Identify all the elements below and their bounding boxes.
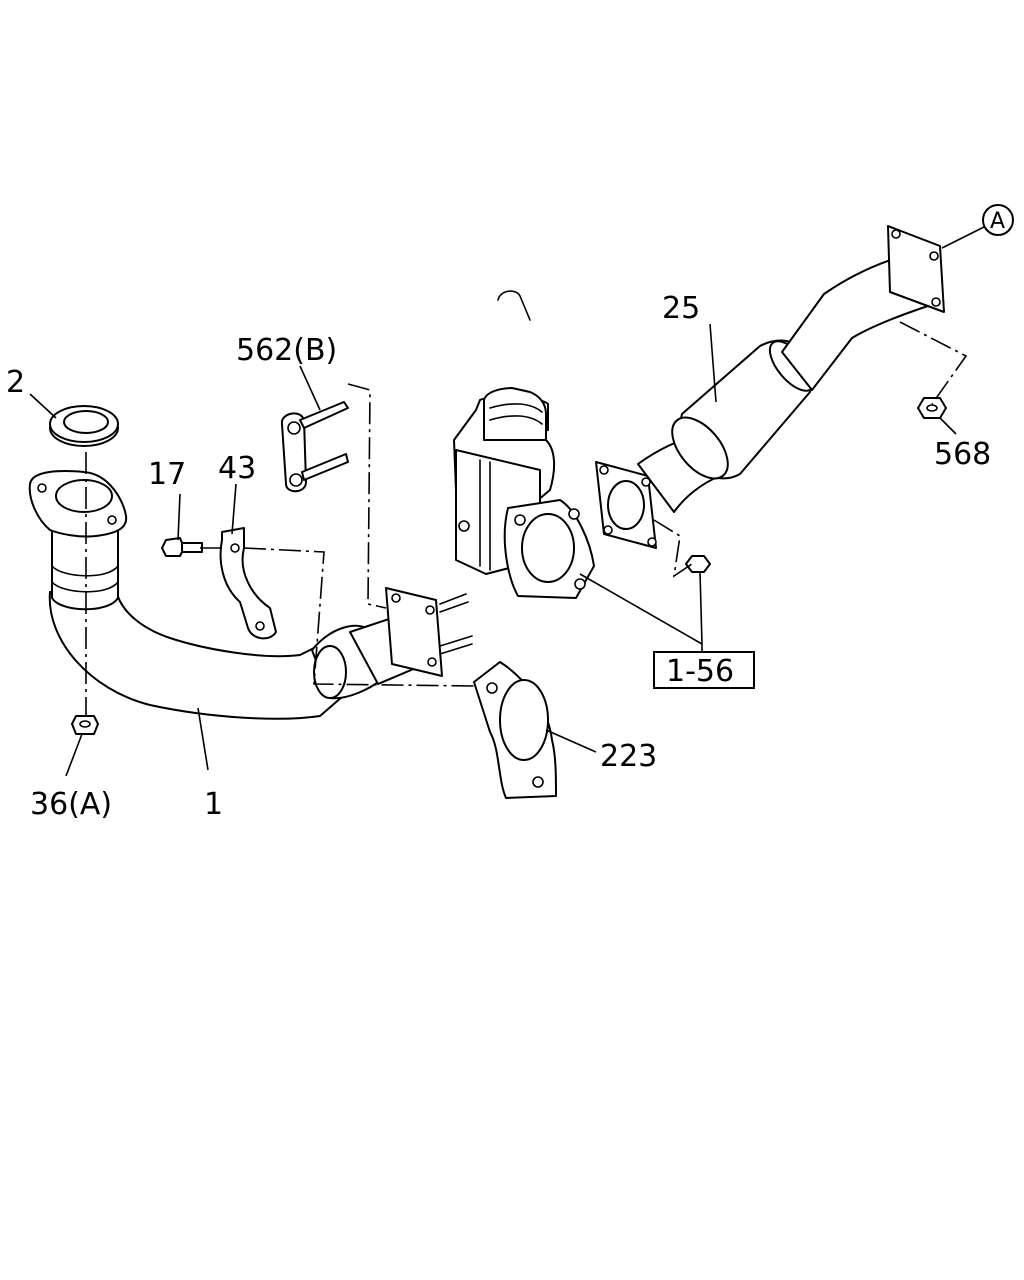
callout-ref-section: 1-56 — [666, 654, 734, 689]
callout-nut-568: 568 — [934, 437, 991, 472]
leader-lines — [29, 225, 987, 777]
bracket-223 — [473, 661, 557, 799]
callout-clamp: 43 — [218, 451, 256, 486]
turbo-housing — [453, 290, 595, 599]
gasket-ring — [49, 405, 119, 447]
front-exhaust-pipe — [28, 470, 473, 720]
nut-small — [685, 555, 711, 573]
callout-rear-pipe: 25 — [662, 291, 700, 326]
callout-bolt: 17 — [148, 457, 186, 492]
callout-front-pipe: 1 — [204, 787, 223, 822]
nut-568 — [917, 397, 947, 419]
callout-nut-a: 36(A) — [30, 787, 112, 822]
callout-bracket: 223 — [600, 739, 657, 774]
stud-plate-562b — [280, 401, 349, 493]
rear-pipe-25 — [595, 225, 945, 549]
callout-stud-plate: 562(B) — [236, 333, 337, 368]
view-marker-circle — [982, 204, 1014, 236]
callout-view-marker: A — [990, 209, 1005, 234]
nut-36a — [71, 715, 99, 735]
clamp-43 — [219, 527, 277, 640]
ref-section-box — [653, 651, 755, 689]
bolt-17 — [161, 537, 203, 557]
callout-gasket: 2 — [6, 365, 25, 400]
assembly-lines — [85, 321, 968, 716]
